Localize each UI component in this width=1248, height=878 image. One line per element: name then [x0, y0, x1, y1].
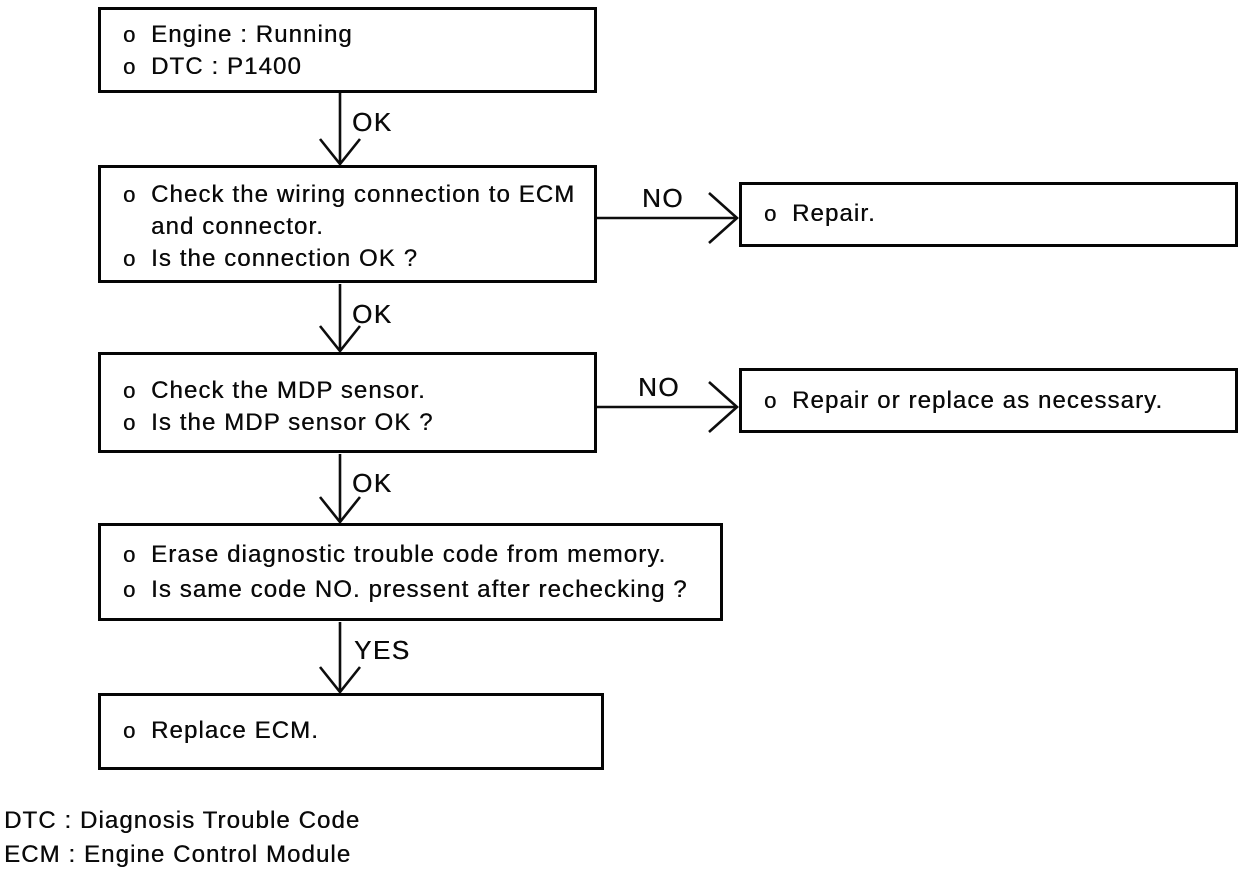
legend-dtc: DTC : Diagnosis Trouble Code	[4, 807, 361, 834]
item-text: Replace ECM.	[151, 717, 319, 744]
edge-label-no-2: NO	[638, 372, 680, 402]
bullet-marker: o	[123, 182, 137, 207]
item-text: Repair or replace as necessary.	[792, 387, 1164, 414]
bullet-marker: o	[123, 246, 137, 271]
arrow-head-ok-2	[318, 325, 362, 354]
edge-label-no-1: NO	[642, 183, 684, 213]
edge-label-ok-3: OK	[352, 468, 393, 498]
abbreviation-legend: DTC : Diagnosis Trouble Code ECM : Engin…	[4, 804, 360, 872]
list-item: o Replace ECM.	[101, 715, 601, 747]
list-item: o Repair or replace as necessary.	[742, 385, 1235, 417]
edge-label-ok-1: OK	[352, 107, 393, 137]
box-replace-ecm: o Replace ECM.	[98, 693, 604, 770]
box-repair-or-replace: o Repair or replace as necessary.	[739, 368, 1238, 433]
bullet-marker: o	[123, 410, 137, 435]
list-item: o Is same code NO. pressent after rechec…	[101, 572, 720, 607]
box-repair: o Repair.	[739, 182, 1238, 247]
item-text: Repair.	[792, 200, 876, 227]
bullet-marker: o	[123, 22, 137, 47]
item-text: Erase diagnostic trouble code from memor…	[151, 541, 667, 568]
bullet-marker: o	[123, 577, 137, 602]
arrow-head-yes	[318, 666, 362, 695]
bullet-marker: o	[123, 718, 137, 743]
box-check-wiring: o Check the wiring connection to ECM and…	[98, 165, 597, 283]
legend-ecm: ECM : Engine Control Module	[4, 841, 352, 868]
list-item: o Erase diagnostic trouble code from mem…	[101, 537, 720, 572]
item-text: Engine : Running	[151, 21, 353, 48]
bullet-marker: o	[764, 201, 778, 226]
arrow-head-ok-1	[318, 138, 362, 167]
item-text: Is the MDP sensor OK ?	[151, 409, 434, 436]
arrow-head-ok-3	[318, 496, 362, 525]
bullet-marker: o	[123, 54, 137, 79]
arrow-head-no-1	[708, 192, 739, 244]
list-item: o DTC : P1400	[101, 51, 594, 83]
arrow-head-no-2	[708, 381, 739, 433]
bullet-marker: o	[123, 542, 137, 567]
item-text: Check the MDP sensor.	[151, 377, 426, 404]
edge-label-ok-2: OK	[352, 299, 393, 329]
list-item: o Check the MDP sensor.	[101, 375, 594, 407]
edge-label-yes: YES	[354, 635, 411, 665]
item-text: Check the wiring connection to ECM and c…	[151, 181, 576, 240]
list-item: o Engine : Running	[101, 19, 594, 51]
list-item: o Is the MDP sensor OK ?	[101, 407, 594, 439]
bullet-marker: o	[123, 378, 137, 403]
item-text: Is same code NO. pressent after rechecki…	[151, 576, 688, 603]
box-start-conditions: o Engine : Running o DTC : P1400	[98, 7, 597, 93]
item-text: DTC : P1400	[151, 53, 302, 80]
box-erase-trouble-code: o Erase diagnostic trouble code from mem…	[98, 523, 723, 621]
item-text: Is the connection OK ?	[151, 245, 419, 272]
box-check-mdp-sensor: o Check the MDP sensor. o Is the MDP sen…	[98, 352, 597, 453]
list-item: o Repair.	[742, 198, 1235, 230]
bullet-marker: o	[764, 388, 778, 413]
list-item: o Check the wiring connection to ECM and…	[101, 179, 594, 243]
list-item: o Is the connection OK ?	[101, 243, 594, 275]
